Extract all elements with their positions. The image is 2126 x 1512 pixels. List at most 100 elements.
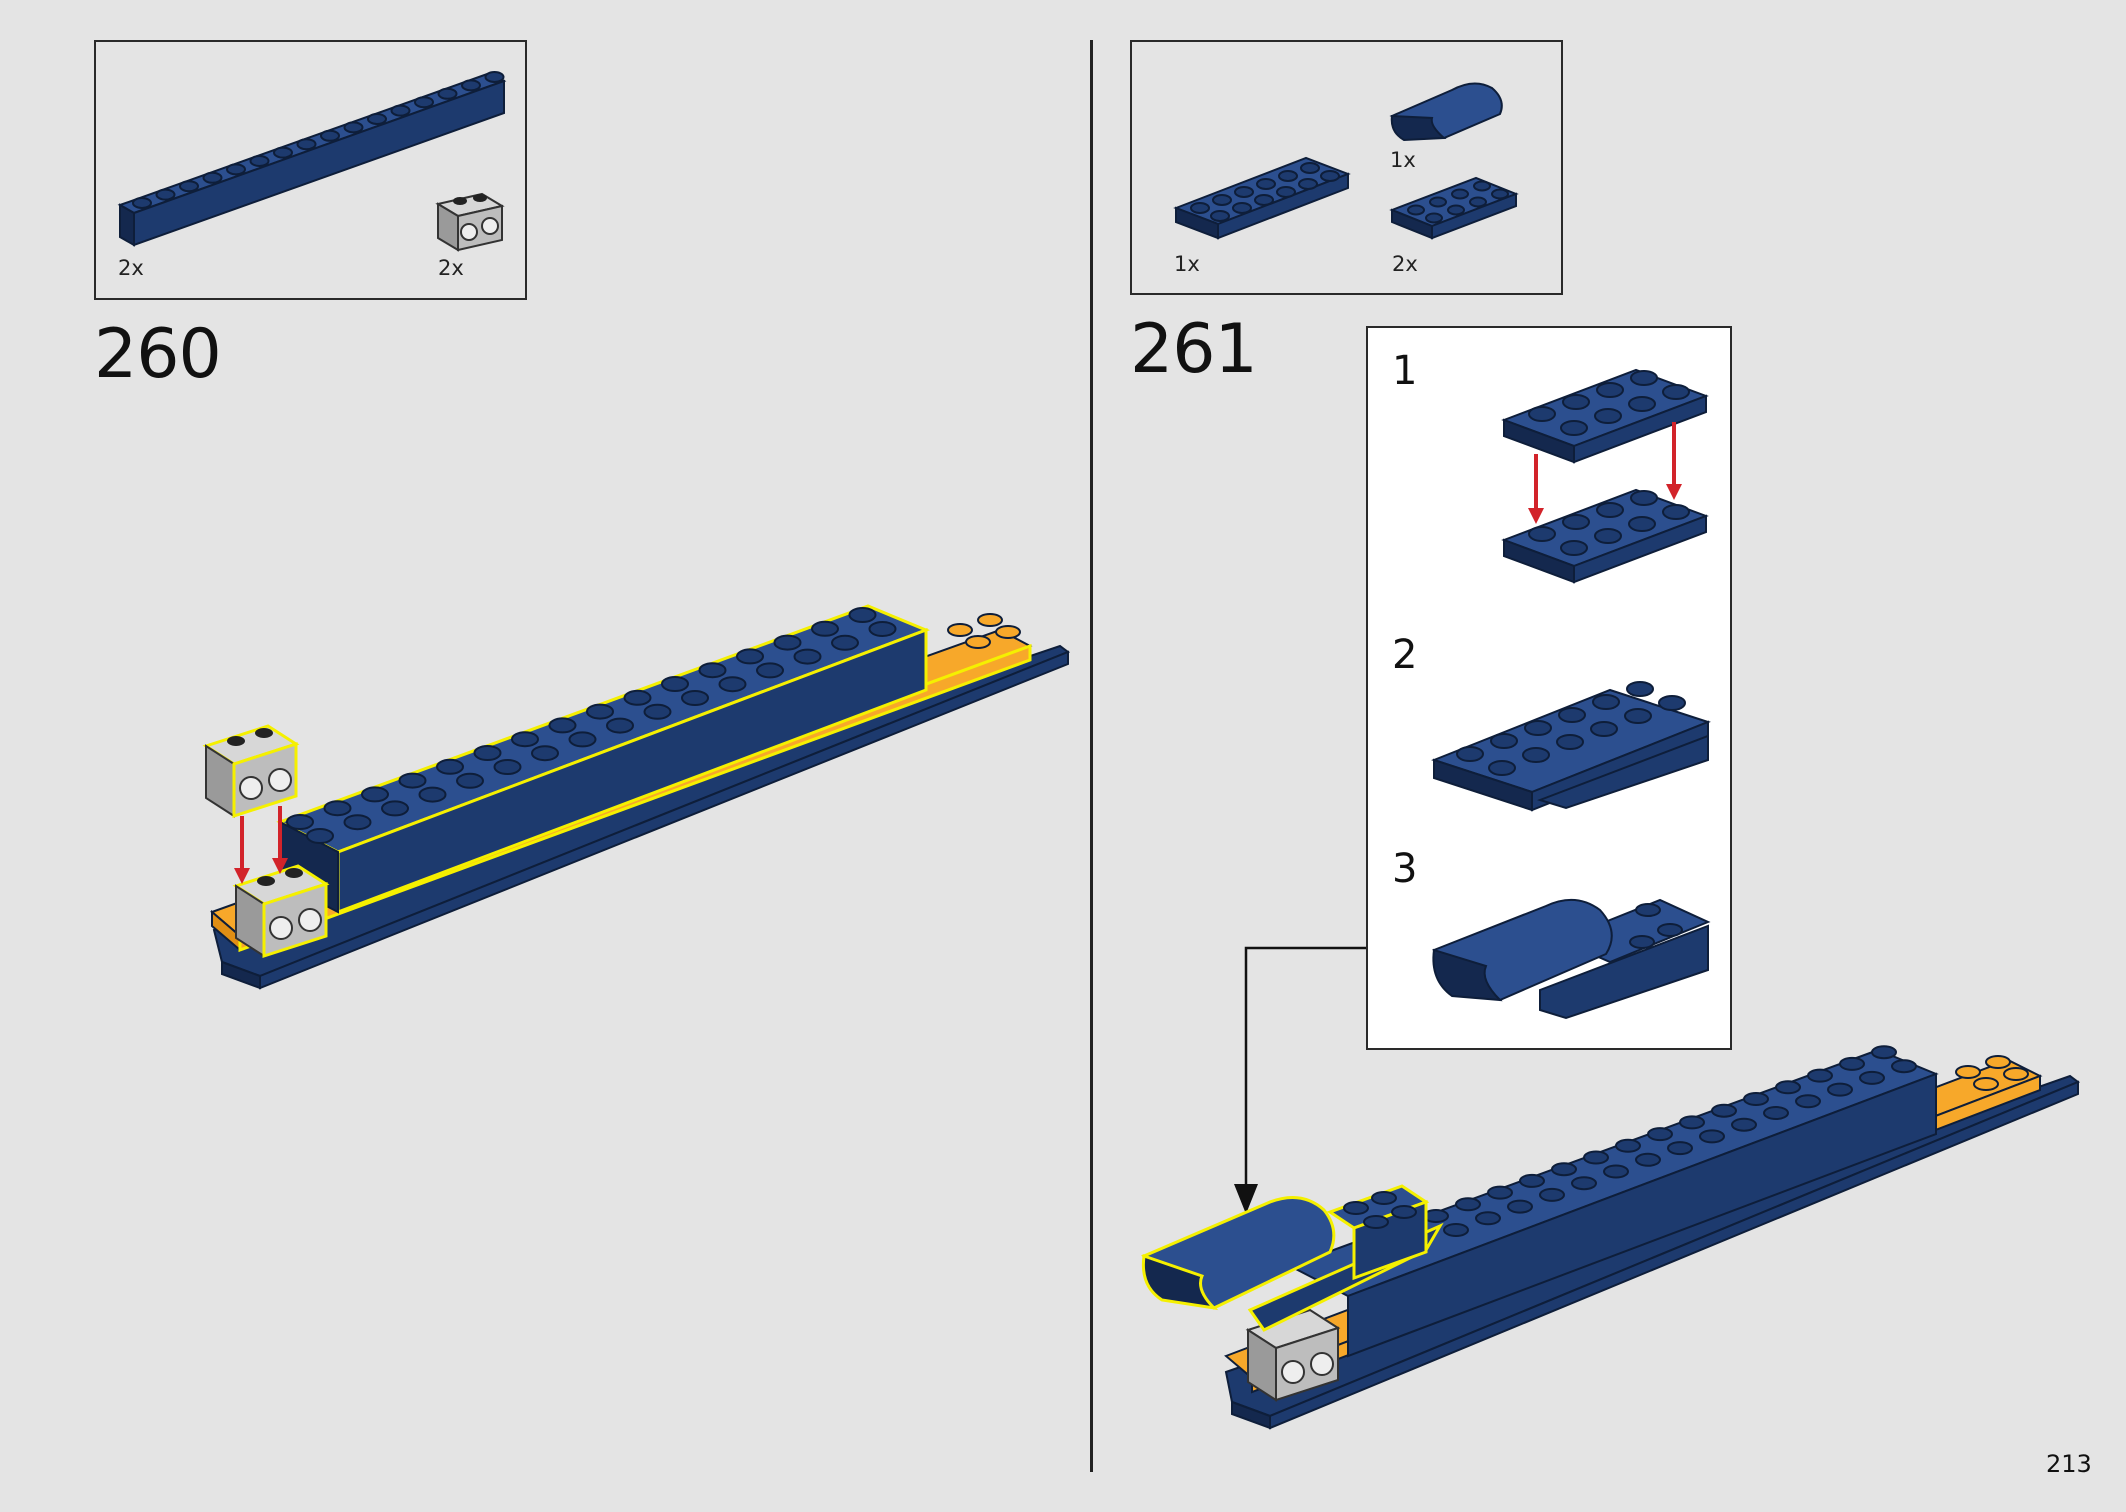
stud [848, 607, 877, 623]
stud [1475, 1211, 1501, 1226]
stud [681, 690, 709, 706]
stud [811, 620, 839, 637]
stud [1487, 1185, 1513, 1200]
stud [1519, 1173, 1545, 1188]
qty-dark-blue-brick: 2x [118, 256, 144, 280]
stud [718, 676, 747, 693]
substep-1-illustration [1501, 368, 1709, 584]
step-260-parts-callout [94, 40, 527, 300]
step-261-parts-callout [1130, 40, 1563, 295]
stud [320, 129, 340, 142]
dark-blue-brick-1x16-image [117, 71, 507, 247]
qty-plate-2x6: 1x [1174, 252, 1200, 276]
stud [473, 745, 502, 761]
stud [643, 703, 672, 720]
substep-3-illustration [1431, 898, 1711, 1020]
stud [756, 662, 784, 679]
stud [398, 772, 427, 789]
stud [343, 814, 372, 831]
stud [1539, 1187, 1565, 1202]
stud [1603, 1164, 1629, 1179]
substep-3-number: 3 [1392, 846, 1418, 892]
stud [1667, 1141, 1693, 1156]
stud [1731, 1117, 1757, 1132]
stud [868, 621, 897, 637]
stud [586, 703, 614, 720]
stud [1571, 1176, 1597, 1191]
stud [1807, 1068, 1833, 1083]
stud [179, 180, 199, 193]
step-261-assembly [1141, 1045, 2081, 1430]
stud [1743, 1092, 1769, 1106]
stud [1839, 1056, 1865, 1071]
stud [1455, 1197, 1481, 1212]
stud [461, 79, 481, 92]
stud [1775, 1080, 1801, 1095]
stud [1679, 1115, 1705, 1130]
stud [511, 731, 539, 748]
stud [1635, 1152, 1661, 1167]
stud [343, 121, 364, 134]
stud [456, 772, 484, 789]
page-divider [1090, 40, 1093, 1472]
stud [273, 146, 293, 159]
stud [1647, 1127, 1673, 1142]
stud [606, 717, 634, 734]
stud [286, 814, 314, 830]
stud [390, 104, 411, 117]
stud [1871, 1045, 1897, 1060]
stud [793, 648, 822, 665]
stud [436, 758, 464, 775]
dark-blue-plate-2x4-image [1389, 176, 1519, 240]
stud [249, 155, 270, 167]
stud [418, 786, 447, 803]
step-260-number: 260 [94, 315, 222, 394]
stud [381, 800, 409, 817]
stud [773, 634, 802, 651]
stud [1827, 1082, 1853, 1097]
step-261-number: 261 [1130, 310, 1258, 389]
light-gray-technic-brick-image [435, 192, 505, 252]
qty-curved-slope: 1x [1390, 148, 1416, 172]
stud [132, 197, 152, 209]
dark-blue-plate-2x6-image [1173, 156, 1351, 240]
stud [1859, 1070, 1885, 1085]
stud [155, 188, 176, 201]
stud [1551, 1162, 1577, 1177]
stud [1795, 1094, 1821, 1109]
stud [414, 96, 434, 109]
stud [1891, 1059, 1917, 1074]
stud [361, 786, 389, 803]
stud [1711, 1103, 1737, 1118]
stud [1699, 1129, 1725, 1144]
stud [531, 745, 559, 762]
stud [623, 689, 652, 706]
stud [1443, 1223, 1469, 1237]
dark-blue-curved-slope-image [1389, 82, 1503, 142]
stud [1507, 1199, 1533, 1214]
stud [226, 163, 246, 176]
page-number: 213 [2046, 1450, 2092, 1478]
qty-plate-2x4: 2x [1392, 252, 1418, 276]
stud [1423, 1209, 1449, 1223]
stud [1583, 1150, 1609, 1165]
stud [698, 662, 727, 679]
stud [1763, 1106, 1789, 1120]
stud [306, 828, 334, 844]
stud [437, 87, 458, 100]
substep-connector-arrow [1234, 946, 1366, 1214]
stud [568, 731, 597, 748]
stud [661, 676, 689, 692]
stud [1615, 1138, 1641, 1153]
substep-2-illustration [1431, 681, 1711, 812]
stud [296, 138, 317, 151]
stud [831, 634, 859, 651]
qty-technic-brick: 2x [438, 256, 464, 280]
substep-1-number: 1 [1392, 348, 1418, 394]
stud [548, 717, 577, 734]
stud [202, 171, 223, 184]
step-260-assembly [202, 604, 1071, 990]
stud [493, 759, 522, 775]
stud [367, 113, 387, 125]
stud [323, 800, 352, 817]
